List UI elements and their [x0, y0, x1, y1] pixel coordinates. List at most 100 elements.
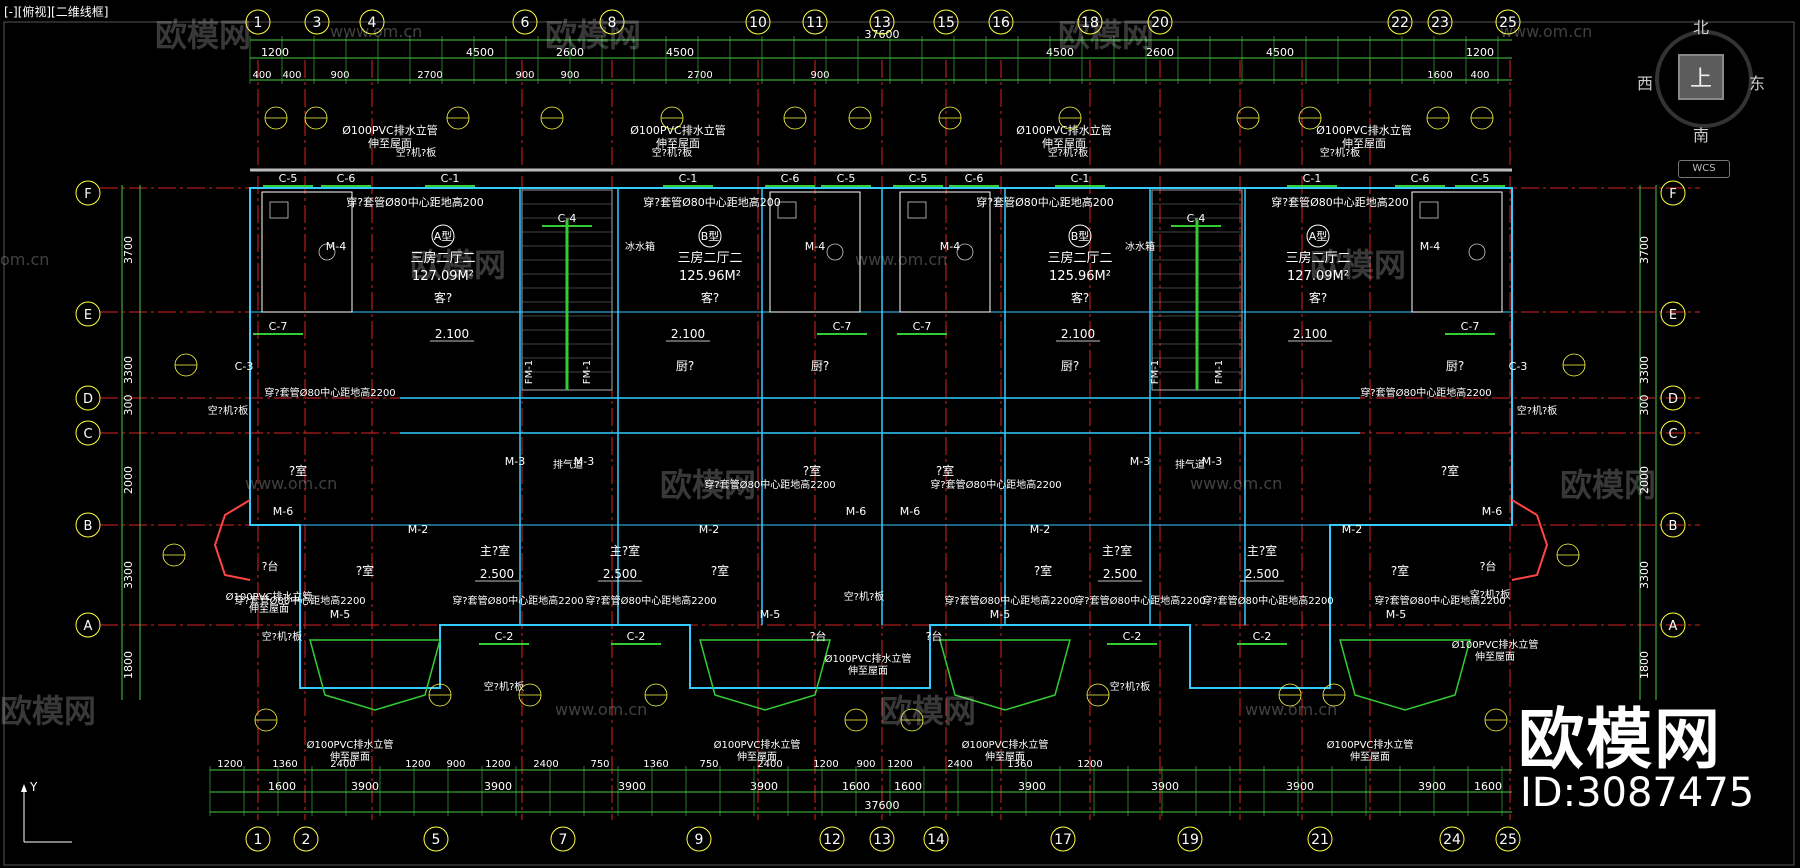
- dim-bottom-row2-11: 1600: [1474, 780, 1502, 793]
- axis-bubble-top-18: [1077, 9, 1103, 35]
- unit-type-a_left: A型: [434, 229, 453, 243]
- note-ac-4: 空?机?板: [208, 404, 249, 417]
- note-sleeve2200-2: 穿?套管Ø80中心距地高2200: [234, 594, 365, 607]
- note-pvc-bottom-4: Ø100PVC排水立管: [226, 590, 313, 603]
- axis-bubble-bottom-1: [245, 826, 271, 852]
- note-pvc2-top-1: 伸至屋面: [656, 137, 700, 150]
- tag-c6-left: C-6: [337, 172, 356, 185]
- watermark-text-8: 欧模网: [0, 692, 97, 730]
- dim-top-row1-0: 1200: [261, 46, 289, 59]
- unit-desc-a_left: 三房二厅二: [410, 250, 475, 266]
- note-ac-9: 空?机?板: [484, 680, 525, 693]
- axis-bubble-top-3: [304, 9, 330, 35]
- room-living-b_left: 客?: [701, 290, 719, 305]
- axis-bubble-left-C: [75, 420, 101, 446]
- axis-bubble-top-6: [512, 9, 538, 35]
- axis-bubble-bottom-25: [1495, 826, 1521, 852]
- unit-type-a_right: A型: [1309, 229, 1328, 243]
- viewcube[interactable]: 北 南 西 东 上 WCS: [1630, 10, 1770, 180]
- axis-label-top-6: 6: [521, 15, 530, 31]
- compass-east-label[interactable]: 东: [1749, 74, 1766, 93]
- wet-room-3: [1411, 191, 1503, 313]
- viewcube-top-face[interactable]: 上: [1678, 54, 1724, 100]
- compass-north-label[interactable]: 北: [1693, 18, 1710, 37]
- axis-bubble-bottom-2: [293, 826, 319, 852]
- axis-label-top-15: 15: [937, 15, 955, 31]
- dim-right-0: 3700: [1638, 236, 1651, 264]
- dim-bottom-row2-4: 3900: [750, 780, 778, 793]
- axis-label-top-11: 11: [806, 15, 824, 31]
- compass-ring[interactable]: [1655, 30, 1753, 128]
- dim-top-row2-6: 2700: [687, 70, 712, 81]
- watermark-url-5: www.om.cn: [245, 474, 338, 493]
- axis-bubble-bottom-14: [923, 826, 949, 852]
- note-ac-3: 空?机?板: [1320, 146, 1361, 159]
- axis-bubble-top-8: [599, 9, 625, 35]
- axis-bubble-right-D: [1660, 385, 1686, 411]
- note-pvc-bottom-1: Ø100PVC排水立管: [714, 738, 801, 751]
- axis-bubble-bottom-21: [1307, 826, 1333, 852]
- axis-label-top-8: 8: [608, 15, 617, 31]
- room-living-a_left: 客?: [434, 290, 452, 305]
- door-tag-m6-19: M-6: [1482, 505, 1502, 518]
- unit-area-b_left: 125.96M²: [679, 269, 741, 284]
- dim-right-4: 3300: [1638, 561, 1651, 589]
- axis-bubble-right-F: [1660, 180, 1686, 206]
- dim-bottom-row1-11: 1200: [813, 759, 838, 770]
- door-tag-m2-9: M-2: [699, 523, 719, 536]
- unit-desc-b_left: 三房二厅二: [677, 250, 742, 266]
- note-ac-2: 空?机?板: [1048, 146, 1089, 159]
- elevation-2100-2: 2.100: [1061, 327, 1095, 341]
- note-pvc2-bottom-3: 伸至屋面: [1350, 751, 1390, 763]
- room-balcony-1: ?台: [1480, 559, 1497, 573]
- watermark-url-1: www.om.cn: [330, 22, 423, 41]
- room-balcony-0: ?台: [262, 559, 279, 573]
- bay-window-left: [213, 499, 251, 581]
- axis-bubble-right-A: [1660, 612, 1686, 638]
- tag-c1-midright: C-1: [1071, 172, 1090, 185]
- balcony-0: [309, 639, 441, 711]
- axis-label-right-C: C: [1668, 427, 1677, 442]
- toilet-1: [826, 243, 844, 261]
- dim-bottom-row1-9: 750: [699, 759, 718, 770]
- axis-bubble-top-4: [359, 9, 385, 35]
- axis-label-left-A: A: [84, 619, 93, 634]
- axis-label-right-B: B: [1669, 519, 1678, 534]
- note-sleeve2200-7: 穿?套管Ø80中心距地高2200: [1202, 594, 1333, 607]
- watermark-url-6: www.om.cn: [1190, 474, 1283, 493]
- note-pvc-top-3: Ø100PVC排水立管: [1316, 123, 1412, 137]
- door-tag-m3-7: M-3: [1202, 455, 1222, 468]
- door-tag-fm-1: FM-1: [582, 360, 593, 384]
- tag-c2-4: C-2: [1253, 630, 1272, 643]
- note-pvc-top-0: Ø100PVC排水立管: [342, 123, 438, 137]
- axis-label-bottom-13: 13: [873, 832, 891, 848]
- wcs-menu-button[interactable]: WCS: [1678, 160, 1730, 178]
- unit-area-b_right: 125.96M²: [1049, 269, 1111, 284]
- door-tag-m2-8: M-2: [408, 523, 428, 536]
- compass-south-label[interactable]: 南: [1693, 126, 1710, 145]
- unit-type-circle-a_right: [1306, 224, 1330, 248]
- unit-type-circle-b_left: [698, 224, 722, 248]
- tag-c2-3: C-2: [1123, 630, 1142, 643]
- note-sleeve2200-0: 穿?套管Ø80中心距地高2200: [264, 386, 395, 399]
- axis-bubble-top-23: [1427, 9, 1453, 35]
- dim-top-row1-6: 4500: [1266, 46, 1294, 59]
- room-master-2: 主?室: [1102, 543, 1132, 558]
- axis-bubble-top-1: [245, 9, 271, 35]
- room-master-0: 主?室: [480, 543, 510, 558]
- dim-bottom-row2-3: 3900: [618, 780, 646, 793]
- watermark-text-7: 欧模网: [1560, 466, 1657, 504]
- tag-c4-left: C-4: [558, 212, 577, 225]
- note-pvc-bottom-6: Ø100PVC排水立管: [1452, 638, 1539, 651]
- room-kitchen-2: 厨?: [1446, 359, 1464, 373]
- tag-c3-left: C-3: [235, 360, 254, 373]
- compass-west-label[interactable]: 西: [1637, 74, 1654, 93]
- axis-label-top-16: 16: [992, 15, 1010, 31]
- axis-label-bottom-14: 14: [927, 832, 945, 848]
- axis-bubble-left-B: [75, 512, 101, 538]
- viewport-controls-label[interactable]: [-][俯视][二维线框]: [4, 5, 109, 19]
- room-balcony-2: ?台: [810, 629, 827, 643]
